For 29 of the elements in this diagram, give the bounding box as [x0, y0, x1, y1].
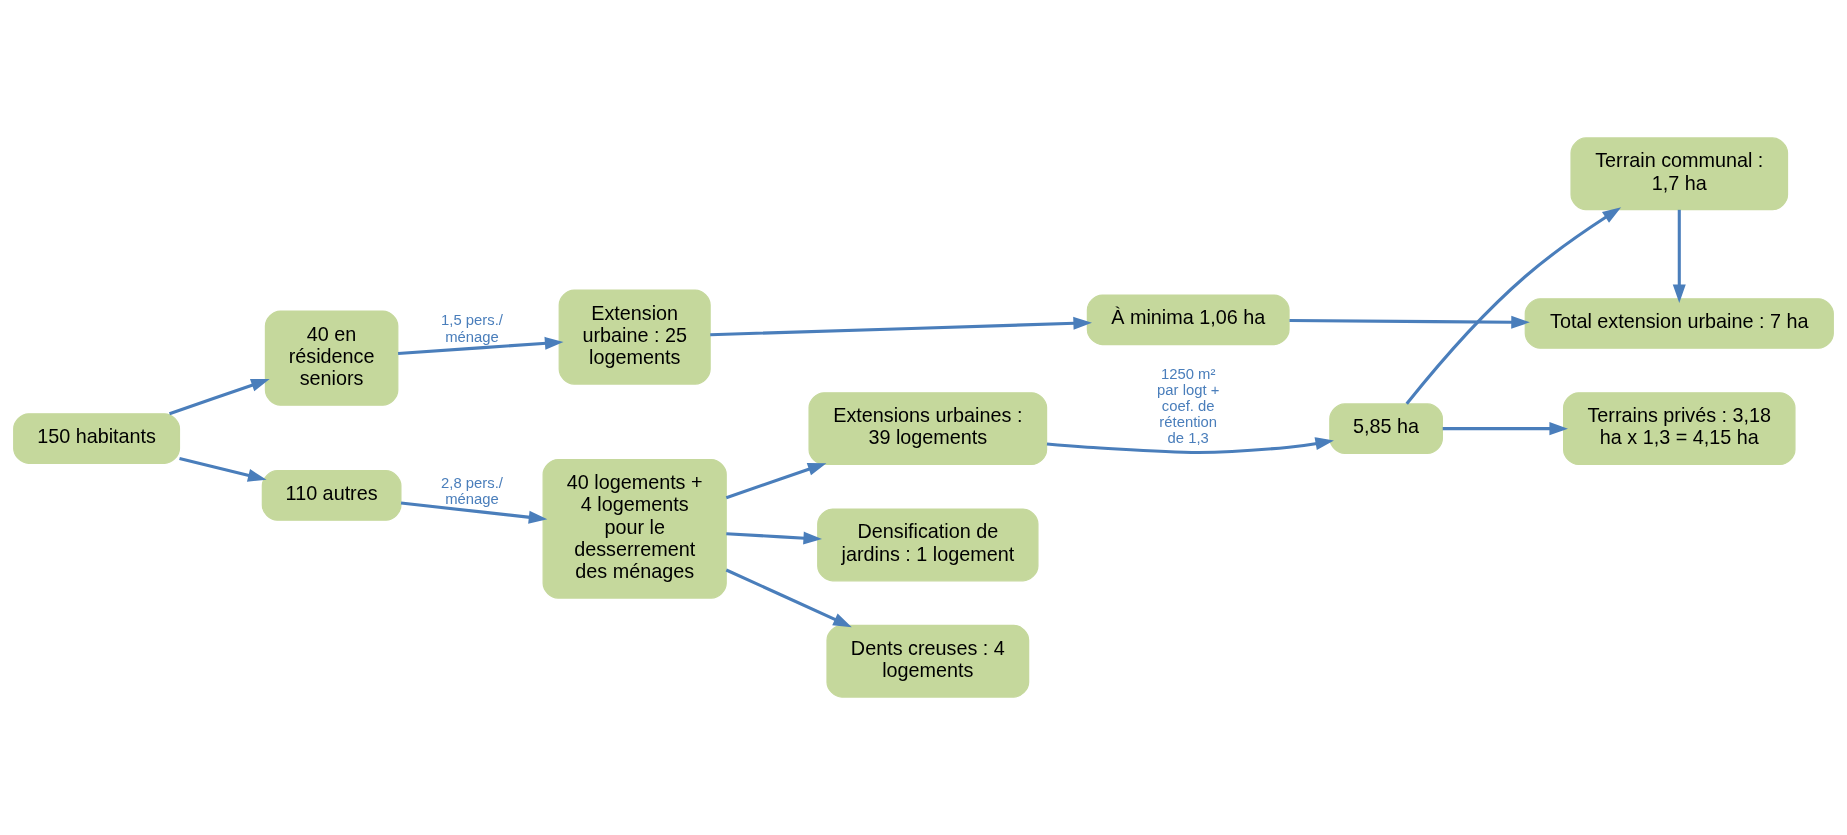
node-box: Extension urbaine : 25 logements: [558, 289, 711, 385]
node-box: Terrains privés : 3,18 ha x 1,3 = 4,15 ha: [1563, 392, 1796, 466]
node-box: Terrain communal : 1,7 ha: [1570, 137, 1789, 211]
node-box: À minima 1,06 ha: [1086, 294, 1290, 346]
arrow: [1289, 315, 1530, 329]
arrow: [1046, 437, 1334, 454]
arrow: [1442, 422, 1568, 436]
arrow: [1672, 209, 1686, 304]
edge-label: 1,5 pers./ ménage: [441, 312, 503, 345]
node-box: Densification de jardins : 1 logement: [817, 508, 1039, 582]
edge-label: 1250 m² par logt + coef. de rétention de 1,3: [1157, 365, 1220, 446]
arrow: [725, 463, 827, 500]
node-box: 40 en résidence seniors: [264, 310, 399, 406]
arrow: [710, 316, 1092, 337]
arrow: [179, 457, 267, 482]
node-box: Total extension urbaine : 7 ha: [1524, 298, 1834, 349]
edge-label: 2,8 pers./ ménage: [441, 474, 503, 507]
arrow: [169, 379, 270, 416]
node-box: Dents creuses : 4 logements: [826, 624, 1030, 698]
arrow: [400, 501, 548, 524]
node-box: 150 habitants: [13, 413, 181, 464]
node-box: 40 logements + 4 logements pour le desserrement des ménages: [542, 458, 727, 599]
arrow: [1405, 207, 1622, 405]
arrow: [726, 531, 823, 545]
node-box: 110 autres: [261, 470, 402, 521]
node-box: Extensions urbaines : 39 logements: [808, 392, 1048, 466]
arrow: [725, 568, 852, 628]
node-box: 5,85 ha: [1329, 403, 1443, 454]
arrow: [397, 336, 564, 356]
